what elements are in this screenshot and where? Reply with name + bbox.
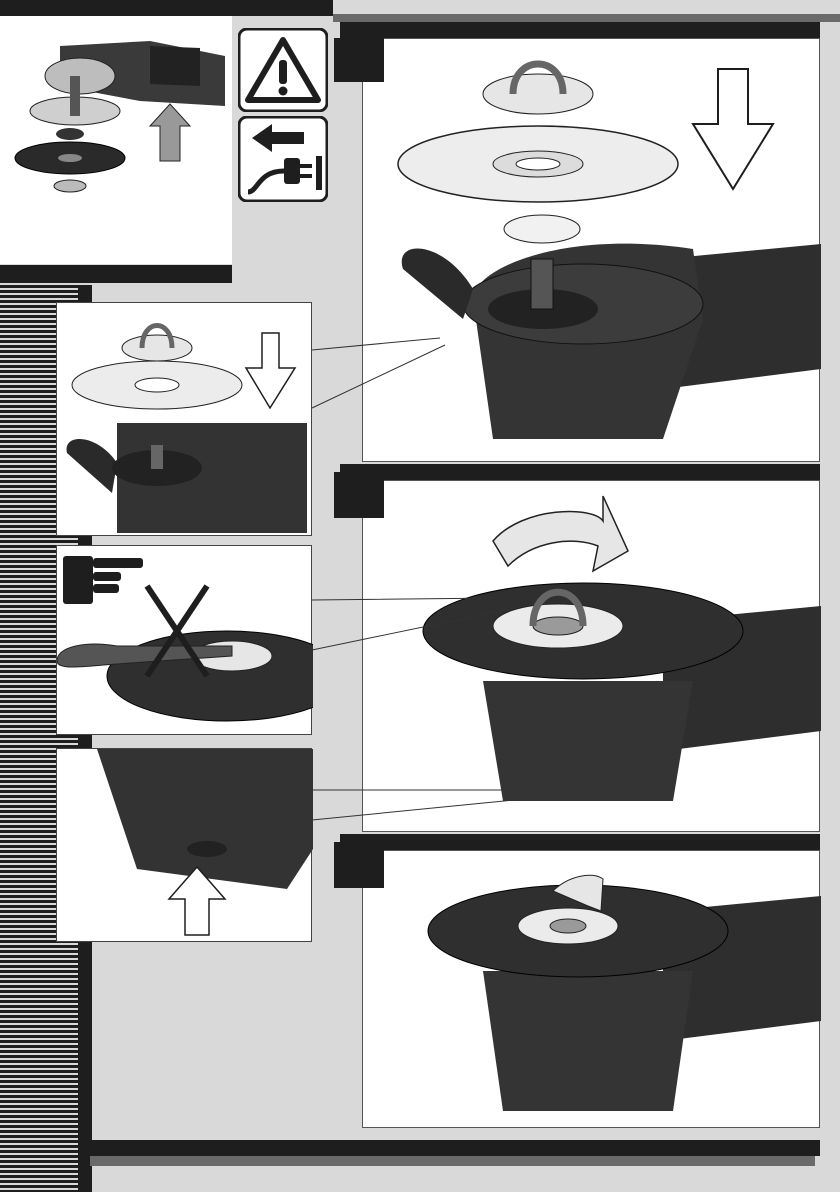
callout-lines <box>0 0 840 1192</box>
